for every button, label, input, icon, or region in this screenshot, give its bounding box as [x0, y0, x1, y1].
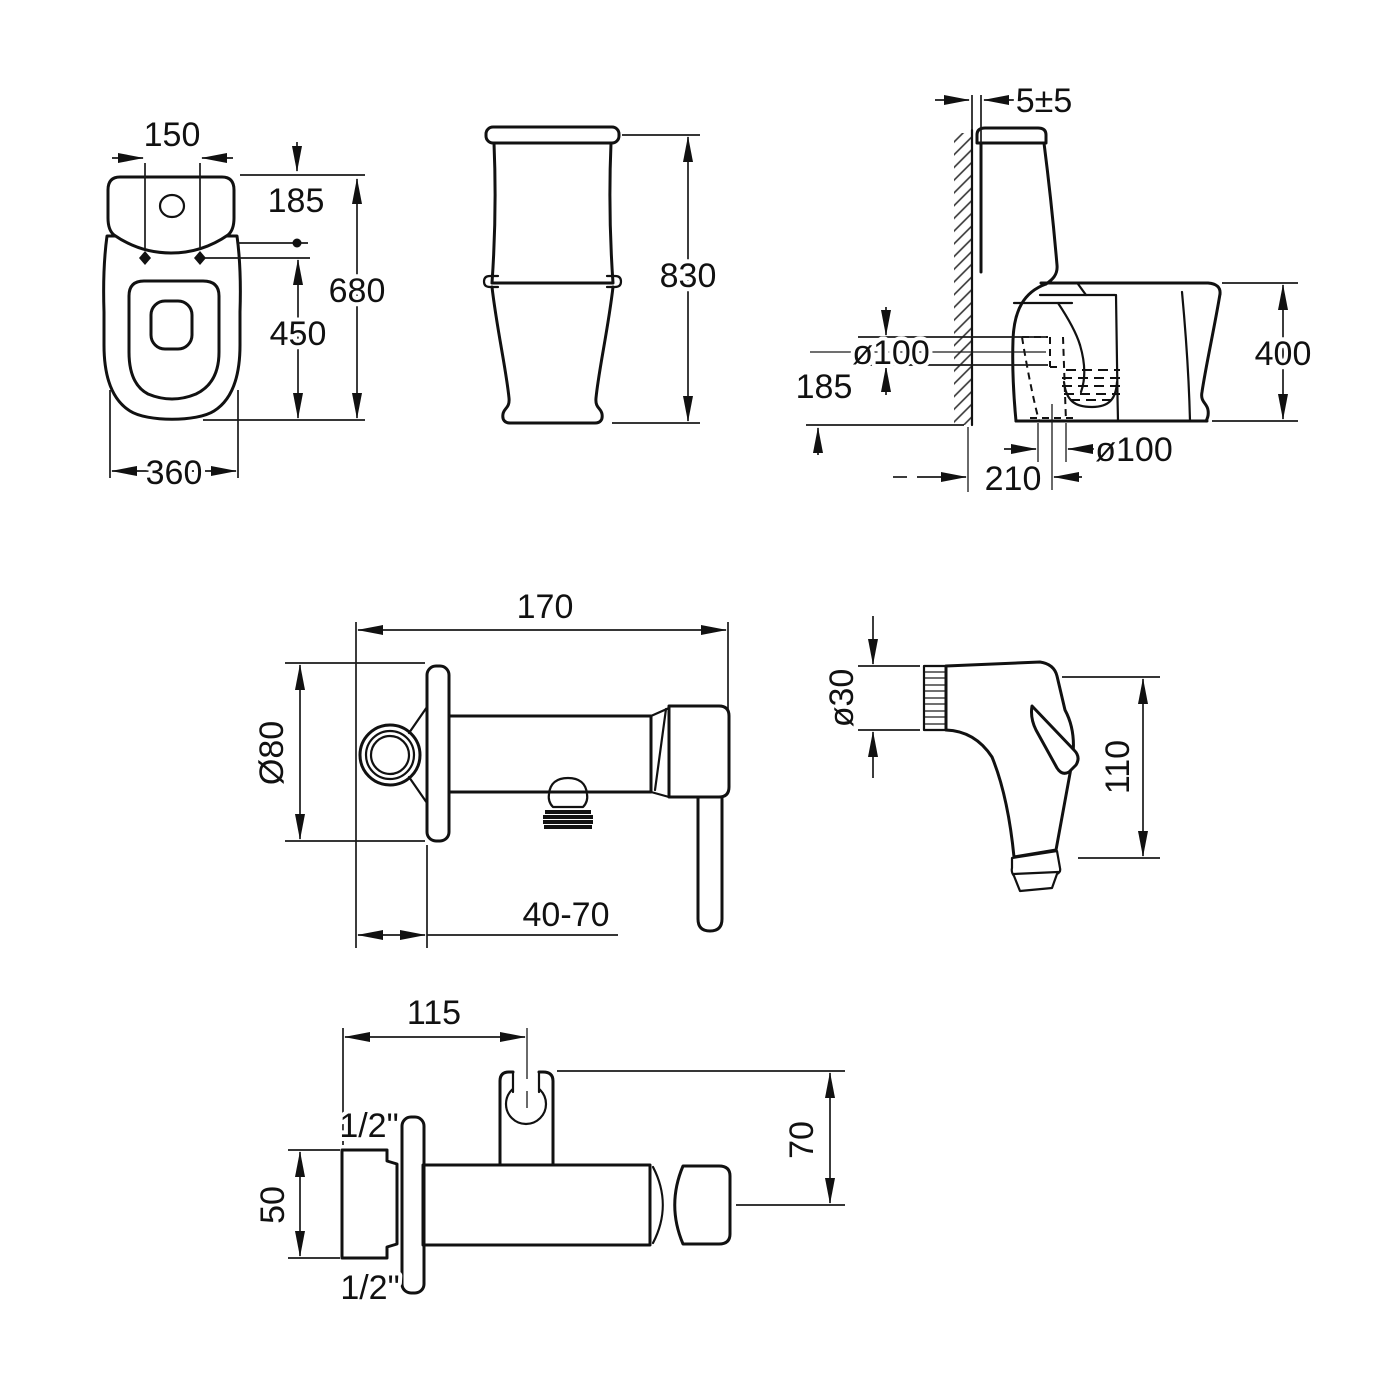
front-hinge-right: [605, 274, 623, 289]
lever-handle: [696, 795, 724, 933]
side-rim: [1039, 281, 1222, 296]
sprayer-view: ø30 110: [819, 616, 1160, 893]
dim-width: 360: [146, 454, 203, 492]
bowl-inner-front: [1114, 293, 1120, 423]
dim-mixer-length: 170: [517, 588, 574, 626]
wall-flange: [425, 664, 451, 843]
seat-outline: [127, 279, 221, 401]
dim-height: 830: [660, 257, 717, 295]
bowl-inner-face: [1180, 290, 1192, 423]
bowl-opening: [149, 299, 194, 351]
dim-inlet-width: 50: [254, 1186, 292, 1224]
inlet-block: [340, 1148, 399, 1260]
dim-wall-gap: 5±5: [1016, 82, 1072, 120]
sprayer-cap: [1010, 849, 1062, 893]
dim-top-connection: 1/2": [339, 1107, 398, 1145]
dim-holder-distance: 115: [407, 994, 461, 1032]
toilet-top-view: 150 185 450 680 360: [102, 112, 389, 496]
dim-holder-offset: 70: [783, 1121, 821, 1159]
handle-knob-top: [673, 1164, 732, 1246]
front-tank: [490, 141, 615, 285]
mixer-top-body: [421, 1163, 652, 1247]
front-hinge-left: [482, 274, 500, 289]
trapway-dashed: [1021, 336, 1040, 422]
toilet-side-view: 5±5 ø100 185 400 ø100 210: [792, 78, 1316, 502]
side-pedestal-back: [1011, 282, 1048, 423]
dim-sprayer-height: 110: [1099, 740, 1137, 794]
outlet-dome: [547, 776, 589, 809]
dim-bowl-height: 400: [1255, 335, 1312, 373]
dim-horizontal-outlet: ø100: [852, 334, 930, 372]
dim-seat-depth: 450: [270, 315, 327, 353]
side-bowl-front: [1200, 292, 1222, 423]
mixer-body: [447, 714, 653, 794]
mixer-top-view: 115 50 1/2" 1/2" 70: [250, 990, 845, 1311]
wall-hatching: [954, 133, 972, 425]
dim-vertical-outlet: ø100: [1095, 431, 1173, 469]
flush-button: [158, 193, 186, 219]
outlet-thread: [543, 810, 593, 829]
dim-tank-offset: 185: [268, 182, 325, 220]
seat-hole-right: [194, 251, 206, 265]
reference-dot: [292, 238, 302, 248]
dim-head-dia: ø30: [823, 669, 861, 728]
dim-seat-hole-spacing: 150: [144, 116, 201, 154]
wall-flange-top: [400, 1115, 426, 1295]
dim-outlet-height: 185: [796, 368, 853, 406]
mixer-side-view: 170 Ø80 40-70: [249, 584, 731, 948]
toilet-body-outline: [102, 234, 242, 421]
dim-flange-dia: Ø80: [253, 721, 291, 785]
dim-wall-depth-range: 40-70: [523, 896, 610, 934]
front-bowl: [490, 285, 615, 425]
seat-hole-left: [139, 251, 151, 265]
front-tank-lid: [484, 125, 621, 145]
dim-bottom-connection: 1/2": [340, 1269, 399, 1307]
dim-total-depth: 680: [329, 272, 386, 310]
inlet-connection-outer: [358, 723, 422, 787]
sprayer-ribbed-face: [922, 664, 948, 732]
sprayer-trigger: [1030, 704, 1080, 775]
side-tank-front: [1042, 141, 1059, 286]
side-tank-lid: [975, 126, 1048, 145]
cistern-outline: [106, 175, 236, 255]
valve-head: [667, 704, 731, 799]
sprayer-holder: [498, 1070, 555, 1167]
toilet-front-view: 830: [482, 125, 720, 425]
dim-outlet-distance: 210: [985, 460, 1042, 498]
